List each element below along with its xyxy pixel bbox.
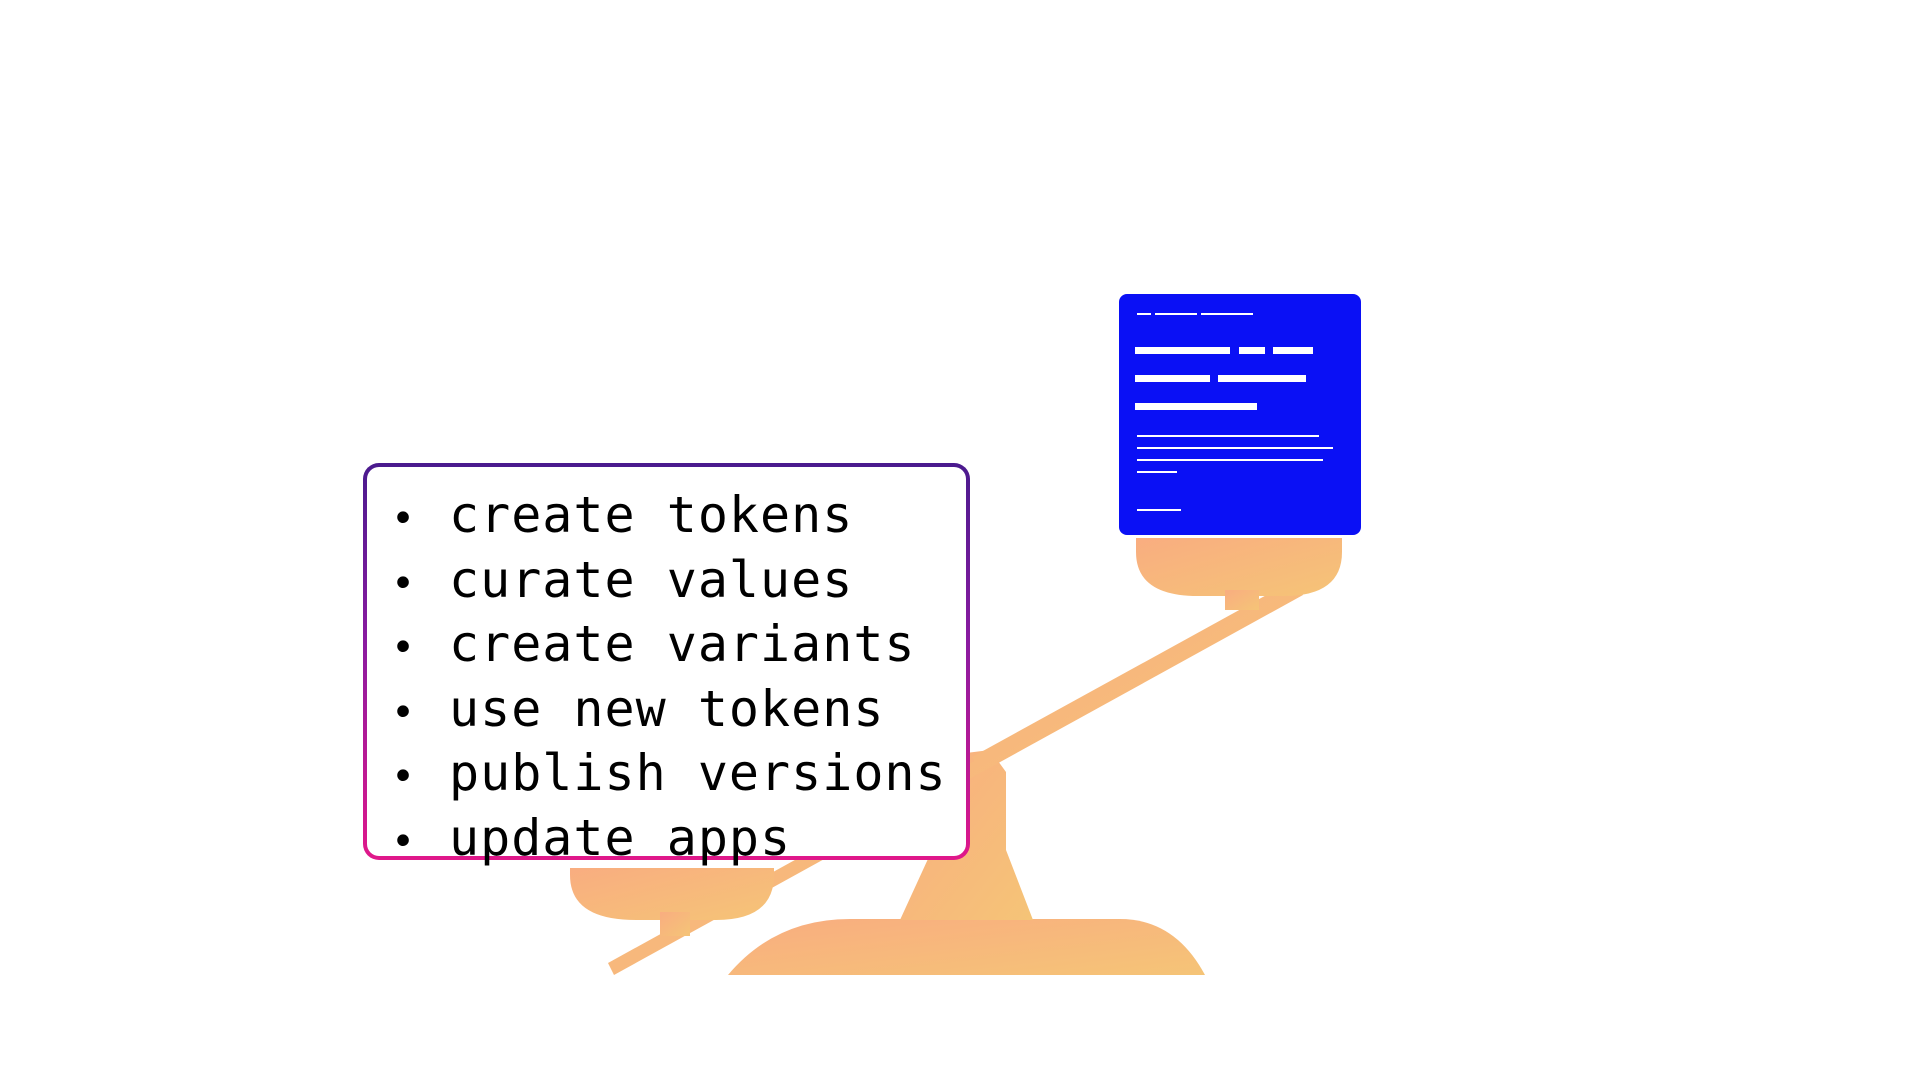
list-item: • publish versions: [391, 743, 966, 808]
list-item-label: update apps: [449, 808, 792, 867]
bullet-icon: •: [391, 625, 417, 671]
doc-line: [1273, 347, 1313, 354]
bullet-icon: •: [391, 818, 417, 865]
doc-line: [1137, 471, 1177, 473]
doc-line: [1135, 347, 1230, 354]
list-item-label: curate values: [449, 550, 854, 609]
list-item-label: publish versions: [449, 744, 947, 802]
document-background: [1119, 294, 1361, 535]
list-item: • update apps: [391, 808, 966, 873]
left-tray-connector: [660, 912, 690, 936]
doc-line: [1137, 313, 1151, 315]
doc-line: [1137, 447, 1333, 449]
list-item: • create variants: [391, 614, 966, 679]
doc-line: [1137, 509, 1181, 511]
task-list: • create tokens • curate values • create…: [391, 485, 966, 872]
seesaw-plank-upper: [972, 581, 1300, 771]
doc-line: [1155, 313, 1197, 315]
doc-line: [1137, 435, 1319, 437]
doc-line: [1137, 459, 1323, 461]
bullet-icon: •: [391, 754, 417, 800]
right-tray-connector: [1225, 590, 1259, 610]
ground-mound: [728, 919, 1205, 975]
doc-line: [1135, 375, 1210, 382]
task-list-panel: • create tokens • curate values • create…: [367, 467, 966, 867]
list-item: • use new tokens: [391, 679, 966, 744]
list-item: • create tokens: [391, 485, 966, 550]
doc-line: [1239, 347, 1265, 354]
bullet-icon: •: [391, 496, 417, 542]
list-item: • curate values: [391, 550, 966, 615]
doc-line: [1201, 313, 1253, 315]
list-item-label: create variants: [449, 615, 916, 673]
right-tray: [1136, 538, 1342, 596]
list-item-label: create tokens: [449, 486, 854, 544]
list-item-label: use new tokens: [449, 679, 885, 738]
left-tray: [570, 868, 774, 920]
document-card: [1119, 294, 1361, 535]
doc-line: [1135, 403, 1257, 410]
bullet-icon: •: [391, 689, 417, 736]
task-list-box: • create tokens • curate values • create…: [363, 463, 970, 867]
doc-line: [1218, 375, 1306, 382]
bullet-icon: •: [391, 560, 417, 607]
